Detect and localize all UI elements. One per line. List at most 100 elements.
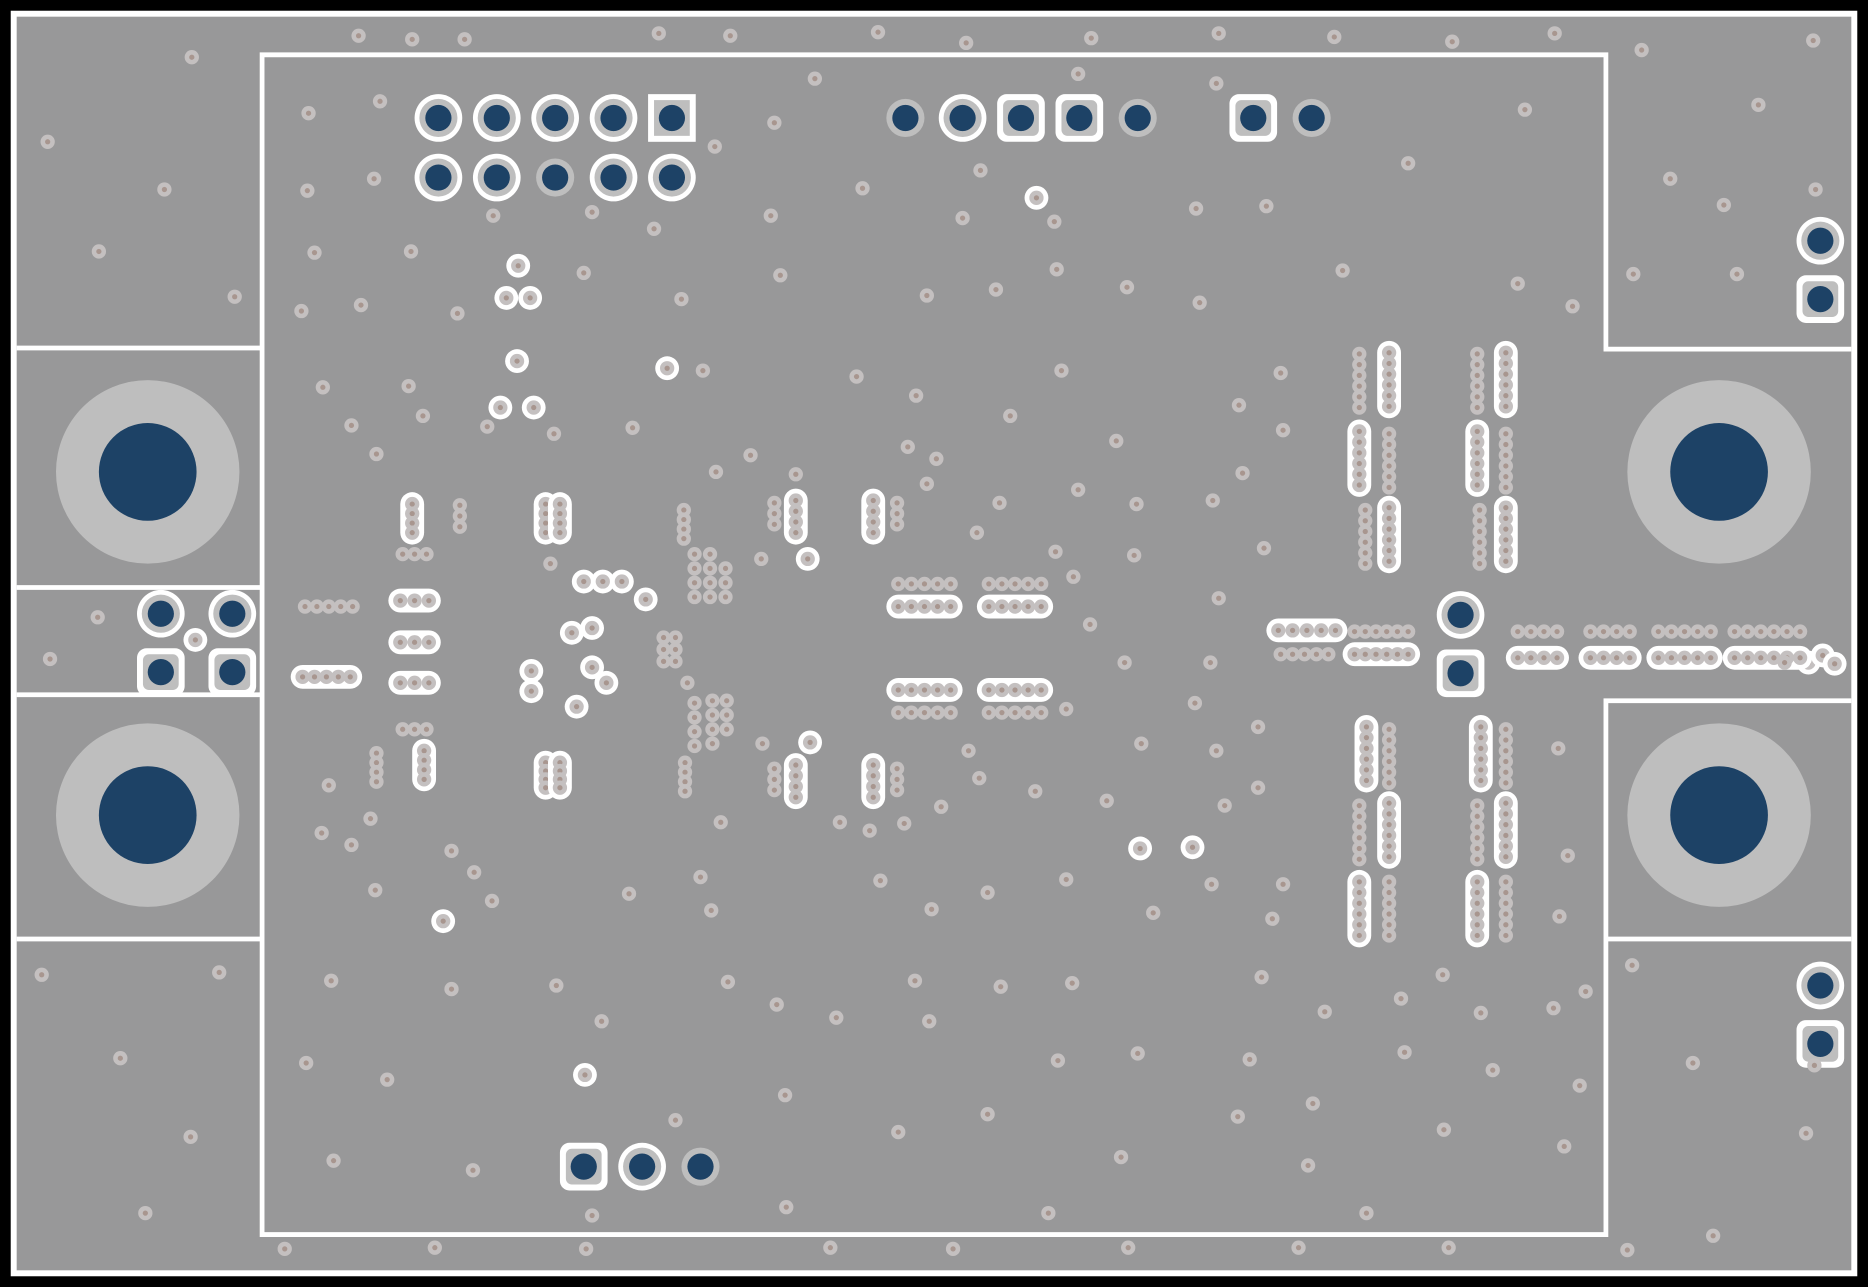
via-drill — [1541, 628, 1547, 635]
via-drill — [681, 536, 687, 542]
via-drill — [1236, 402, 1242, 408]
via-drill — [348, 842, 355, 848]
via-drill — [1356, 824, 1362, 830]
via-drill — [999, 687, 1005, 693]
via-drill — [722, 565, 729, 572]
via-drill — [1280, 881, 1286, 887]
via-drill — [373, 769, 380, 775]
via-drill — [411, 726, 418, 732]
via-drill — [1278, 651, 1284, 657]
via-drill — [1569, 303, 1576, 309]
via-drill — [877, 878, 884, 884]
via-drill — [1189, 844, 1196, 850]
via-drill — [323, 674, 330, 680]
via-drill — [691, 729, 698, 735]
via-drill — [355, 33, 362, 39]
via-drill — [1356, 835, 1362, 841]
via-drill — [1474, 922, 1480, 928]
via-drill — [448, 986, 455, 992]
via-drill — [1758, 655, 1764, 661]
via-drill — [1386, 932, 1392, 939]
via-drill — [793, 508, 799, 514]
via-drill — [793, 471, 799, 477]
via-drill — [986, 687, 992, 693]
via-drill — [1503, 800, 1509, 806]
via-drill — [807, 739, 813, 746]
via-drill — [582, 1072, 588, 1078]
via-drill — [963, 40, 969, 46]
via-drill — [543, 530, 549, 536]
via-drill — [1386, 526, 1392, 532]
via-drill — [1745, 655, 1751, 661]
via-drill — [1051, 219, 1057, 225]
via-drill — [984, 889, 991, 896]
via-drill — [793, 519, 799, 525]
via-drill — [1541, 655, 1547, 661]
via-drill — [1304, 627, 1310, 634]
pad-drill — [949, 104, 976, 132]
pad-drill — [1066, 104, 1093, 132]
via-drill — [299, 674, 306, 680]
via-drill — [1386, 726, 1392, 732]
mounting-hole-drill — [1670, 766, 1768, 864]
pad-drill — [219, 658, 246, 686]
via-drill — [1440, 972, 1446, 978]
via-drill — [409, 36, 415, 42]
via-drill — [1362, 628, 1368, 635]
via-drill — [1213, 80, 1219, 87]
via-drill — [581, 270, 587, 276]
via-drill — [1356, 482, 1362, 488]
via-drill — [426, 680, 432, 686]
via-drill — [894, 787, 900, 793]
via-drill — [489, 898, 495, 904]
via-drill — [409, 510, 415, 517]
via-drill — [905, 444, 911, 450]
via-drill — [837, 819, 843, 825]
via-drill — [1386, 769, 1392, 775]
via-drill — [707, 580, 713, 586]
via-drill — [926, 1018, 932, 1024]
via-drill — [812, 76, 818, 82]
via-drill — [805, 556, 811, 562]
pad-drill — [1447, 660, 1474, 687]
via-drill — [1556, 913, 1563, 920]
via-drill — [1477, 518, 1483, 524]
via-drill — [543, 785, 549, 791]
via-drill — [894, 766, 900, 772]
via-drill — [1332, 627, 1339, 634]
via-drill — [1313, 651, 1320, 657]
via-drill — [1394, 628, 1401, 635]
via-drill — [1025, 709, 1031, 716]
via-drill — [1477, 550, 1483, 556]
pad-drill — [219, 600, 246, 627]
via-drill — [406, 383, 412, 389]
via-drill — [1695, 628, 1701, 635]
pad-drill — [658, 104, 686, 132]
via-drill — [1503, 474, 1509, 480]
via-drill — [373, 451, 380, 457]
via-drill — [423, 551, 430, 557]
mounting-hole-drill — [98, 423, 197, 521]
via-drill — [1600, 628, 1607, 635]
via-drill — [921, 603, 928, 610]
via-drill — [409, 520, 415, 526]
via-drill — [1269, 916, 1275, 922]
via-drill — [557, 760, 563, 766]
via-drill — [682, 788, 688, 794]
via-drill — [977, 167, 984, 174]
via-drill — [1356, 856, 1362, 862]
via-drill — [528, 668, 534, 674]
via-drill — [1150, 910, 1156, 916]
via-drill — [934, 581, 941, 587]
via-drill — [1474, 802, 1480, 809]
via-drill — [1258, 974, 1265, 980]
via-drill — [1356, 922, 1362, 928]
via-drill — [1386, 922, 1392, 928]
via-drill — [397, 639, 403, 645]
via-drill — [348, 422, 355, 429]
via-drill — [1386, 515, 1392, 521]
via-drill — [1384, 628, 1390, 635]
via-drill — [1667, 176, 1673, 182]
via-drill — [859, 185, 866, 191]
via-drill — [569, 630, 575, 636]
